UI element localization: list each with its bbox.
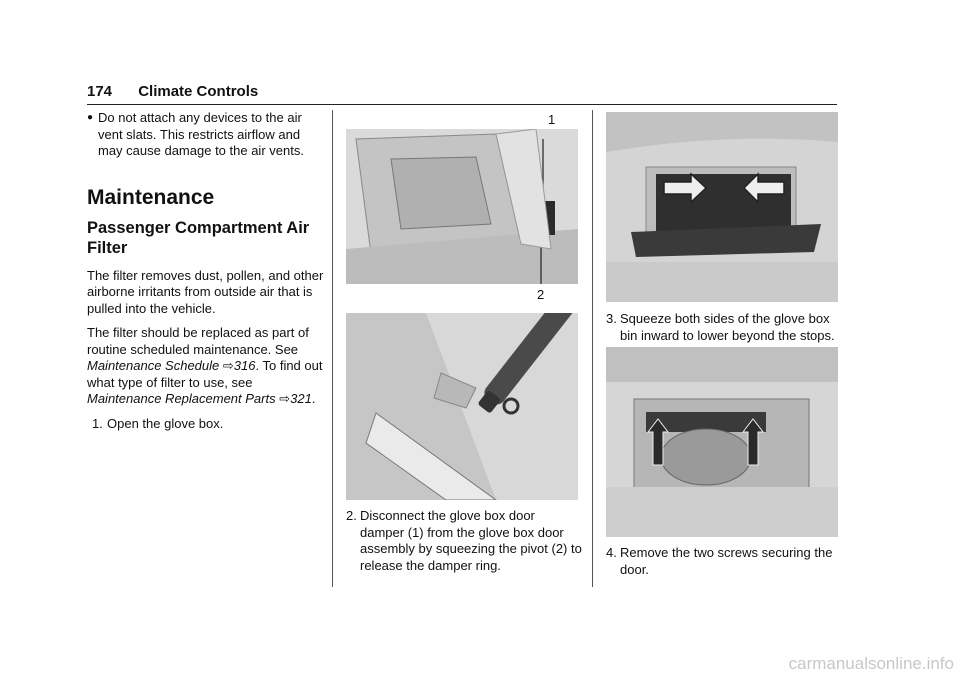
step-3-text: Squeeze both sides of the glove box bin … xyxy=(620,311,835,343)
air-filter-heading: Passenger Compartment Air Filter xyxy=(87,218,310,257)
bullet-icon: ● xyxy=(87,112,94,123)
column-1: ● Do not attach any devices to the air v… xyxy=(87,110,325,432)
step-2-text: Disconnect the glove box door damper (1)… xyxy=(360,508,582,573)
step-3: 3. Squeeze both sides of the glove box b… xyxy=(606,311,842,344)
step-2: 2. Disconnect the glove box door damper … xyxy=(346,508,582,574)
page-ref-321[interactable]: 321 xyxy=(290,391,312,406)
page-ref-316[interactable]: 316 xyxy=(233,358,256,373)
glove-box-open-figure xyxy=(346,129,578,284)
step-4: 4. Remove the two screws securing the do… xyxy=(606,545,842,578)
step-4-number: 4. xyxy=(606,545,617,560)
section-title: Climate Controls xyxy=(138,83,259,100)
column-divider-1 xyxy=(332,110,333,587)
step-1-text: Open the glove box. xyxy=(107,415,224,431)
filter-description: The filter removes dust, pollen, and oth… xyxy=(87,267,324,316)
maintenance-schedule-link[interactable]: Maintenance Schedule xyxy=(87,358,220,373)
bullet-text: Do not attach any devices to the air ven… xyxy=(98,110,304,158)
bullet-item: ● Do not attach any devices to the air v… xyxy=(87,110,325,160)
arrow-ref-icon: ⇨ xyxy=(279,391,291,406)
page-number: 174 xyxy=(87,83,113,100)
arrow-ref-icon: ⇨ xyxy=(222,358,234,373)
maintenance-heading: Maintenance xyxy=(87,185,215,209)
step-3-number: 3. xyxy=(606,311,617,326)
callout-1: 1 xyxy=(548,112,556,127)
replacement-parts-link[interactable]: Maintenance Replacement Parts xyxy=(87,391,276,406)
replacement-paragraph: The filter should be replaced as part of… xyxy=(87,325,323,406)
callout-2: 2 xyxy=(537,287,545,302)
bin-lowered-figure xyxy=(606,347,838,537)
step-1-number: 1. xyxy=(92,415,103,431)
step-4-text: Remove the two screws securing the door. xyxy=(620,545,833,577)
watermark: carmanualsonline.info xyxy=(788,654,954,673)
step-1: 1. Open the glove box. xyxy=(87,416,325,433)
page-header: 174 Climate Controls xyxy=(87,83,837,105)
glove-box-bin-figure xyxy=(606,112,838,302)
damper-detail-figure xyxy=(346,313,578,500)
column-divider-2 xyxy=(592,110,593,587)
step-2-number: 2. xyxy=(346,508,357,523)
